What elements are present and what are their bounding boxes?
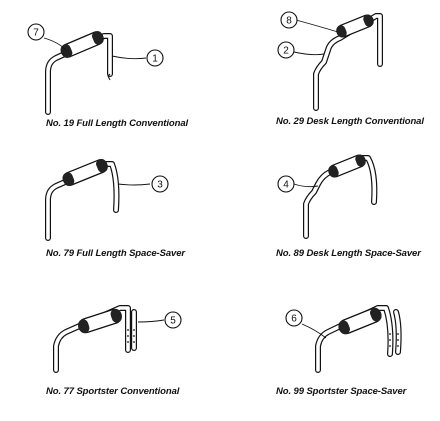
callout-2: 2 [277, 41, 325, 59]
callout-7: 7 [27, 23, 67, 51]
caption-no77: No. 77 Sportster Conventional [46, 386, 180, 397]
caption-no99: No. 99 Sportster Space-Saver [276, 386, 407, 397]
caption-no89: No. 89 Desk Length Space-Saver [276, 248, 421, 259]
callout-1: 1 [111, 49, 164, 67]
svg-text:4: 4 [283, 180, 289, 191]
caption-no19: No. 19 Full Length Conventional [46, 118, 189, 129]
svg-text:6: 6 [291, 314, 297, 325]
svg-text:3: 3 [157, 180, 163, 191]
svg-text:7: 7 [33, 28, 39, 39]
callout-3: 3 [117, 175, 169, 193]
callout-8: 8 [280, 11, 339, 33]
svg-text:2: 2 [283, 46, 289, 57]
svg-text:5: 5 [170, 316, 176, 327]
caption-no79: No. 79 Full Length Space-Saver [46, 248, 186, 259]
caption-no29: No. 29 Desk Length Conventional [276, 116, 424, 127]
callout-4: 4 [277, 175, 319, 193]
armrest-no99 [315, 305, 402, 373]
callout-6: 6 [285, 309, 327, 339]
armrest-no19 [45, 31, 113, 115]
svg-text:8: 8 [286, 16, 292, 27]
svg-text:1: 1 [152, 54, 158, 65]
armrest-no89 [303, 154, 378, 239]
armrest-no77 [53, 305, 137, 373]
callout-5: 5 [137, 311, 182, 329]
armrest-no79 [45, 158, 120, 241]
armrest-no29 [313, 13, 383, 111]
